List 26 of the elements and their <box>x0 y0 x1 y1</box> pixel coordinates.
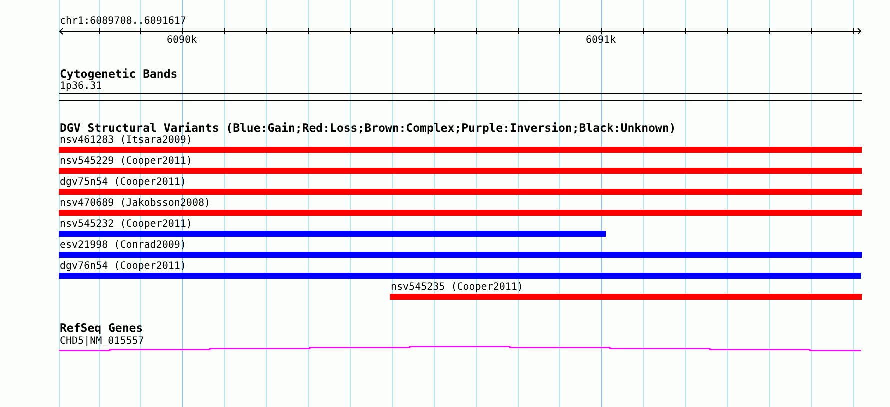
feature-label: dgv75n54 (Cooper2011) <box>60 176 186 188</box>
track-title: RefSeq Genes <box>60 322 144 334</box>
feature-label: 1p36.31 <box>60 80 102 92</box>
variant-bar <box>59 168 862 174</box>
variant-bar <box>59 189 862 195</box>
feature-label: CHD5|NM_015557 <box>60 336 144 346</box>
variant-bar <box>59 252 862 258</box>
coordinate-label: chr1:6089708..6091617 <box>60 16 186 26</box>
feature-label: esv21998 (Conrad2009) <box>60 240 186 250</box>
gene-line <box>59 346 861 353</box>
variant-bar <box>59 210 862 216</box>
feature-label: nsv545229 (Cooper2011) <box>60 156 192 166</box>
track-title: DGV Structural Variants (Blue:Gain;Red:Loss;Brown:Complex;Purple:Inversion;Black:Unknown) <box>60 122 676 134</box>
variant-bar <box>59 231 606 237</box>
track-title: Cytogenetic Bands <box>60 68 178 80</box>
feature-label: nsv470689 (Jakobsson2008) <box>60 198 211 208</box>
feature-label: nsv545232 (Cooper2011) <box>60 218 192 230</box>
variant-bar <box>390 294 862 300</box>
variant-bar <box>59 147 862 153</box>
feature-label: nsv545235 (Cooper2011) <box>391 282 524 292</box>
cytoband-bar <box>59 93 862 101</box>
tick-label: 6091k <box>586 34 616 46</box>
tick-label: 6090k <box>167 34 198 46</box>
feature-label: nsv461283 (Itsara2009) <box>60 134 192 146</box>
variant-bar <box>59 273 861 279</box>
feature-label: dgv76n54 (Cooper2011) <box>60 260 186 272</box>
